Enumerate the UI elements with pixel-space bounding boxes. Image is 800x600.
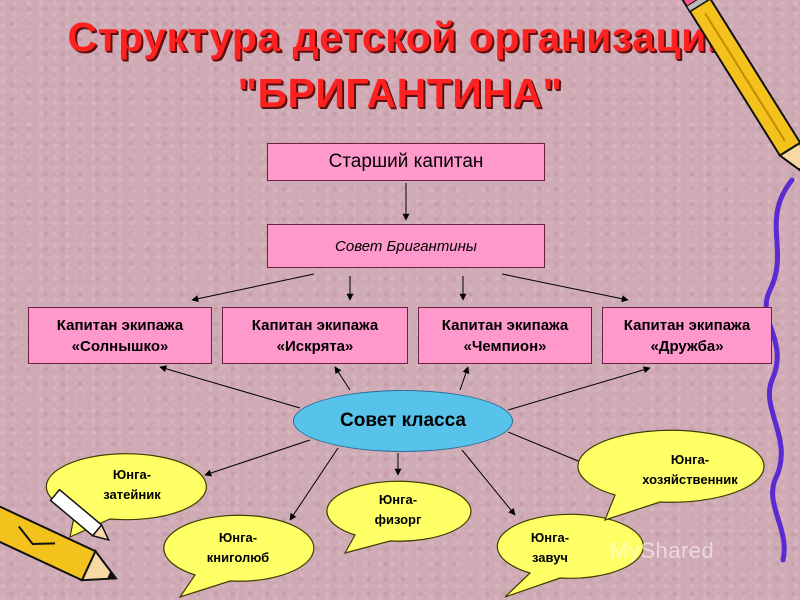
bubble-khozyaystvennik (577, 429, 765, 521)
bubble-knigolyub (163, 514, 315, 599)
bubble-line: затейник (103, 487, 161, 502)
brigantine-council-box: Совет Бригантины (267, 224, 545, 268)
crew-captain-box: Капитан экипажа «Дружба» (602, 307, 772, 364)
arrow-class-to-crew-4 (507, 366, 651, 411)
crew-label: Капитан экипажа (441, 316, 569, 334)
bubble-line: Юнга- (378, 492, 418, 507)
bubble-line: физорг (374, 512, 422, 527)
bubble-line: завуч (532, 550, 568, 565)
title-line-2: "БРИГАНТИНА" (237, 70, 563, 116)
crew-captain-box: Капитан экипажа «Солнышко» (28, 307, 212, 364)
crew-captain-box: Капитан экипажа «Искрята» (222, 307, 408, 364)
cabin-boy-knigolyub: Юнга- книголюб (178, 528, 298, 568)
bubble-fizorg (326, 480, 472, 554)
watermark-text: MyShared (610, 538, 715, 563)
title-line-1: Структура детской организации (67, 14, 733, 60)
cabin-boy-zavuch: Юнга- завуч (490, 528, 610, 568)
cabin-boy-fizorg: Юнга- физорг (338, 490, 458, 530)
pencil-icon (676, 0, 800, 177)
arrow-class-to-crew-1 (159, 365, 301, 409)
crew-name: «Солнышко» (71, 337, 169, 355)
crew-label: Капитан экипажа (56, 316, 184, 334)
crew-name: «Дружба» (650, 337, 724, 355)
crew-name: «Чемпион» (463, 337, 547, 355)
bubble-zavuch (496, 513, 644, 598)
arrow-class-to-crew-3 (459, 366, 470, 391)
bubble-line: Юнга- (218, 530, 258, 545)
crew-name: «Искрята» (276, 337, 354, 355)
cabin-boy-zateynik: Юнга- затейник (72, 465, 192, 505)
senior-captain-box: Старший капитан (267, 143, 545, 181)
pencil-icon (0, 499, 118, 582)
crew-label: Капитан экипажа (623, 316, 751, 334)
crew-label: Капитан экипажа (251, 316, 379, 334)
cabin-boy-khozyaystvennik: Юнга- хозяйственник (620, 450, 760, 490)
pencil-icon (49, 488, 110, 542)
arrow-class-to-knigolyub (289, 447, 339, 521)
bubble-line: Юнга- (530, 530, 570, 545)
bubble-line: Юнга- (112, 467, 152, 482)
arrow-class-to-zateynik (204, 439, 311, 477)
arrow-class-to-zavuch (461, 449, 516, 516)
bubble-line: Юнга- (670, 452, 710, 467)
class-council-oval: Совет класса (293, 390, 513, 452)
arrow-council-to-crew-1 (191, 273, 315, 303)
crew-captain-box: Капитан экипажа «Чемпион» (418, 307, 592, 364)
bubble-line: книголюб (206, 550, 270, 565)
arrow-class-to-crew-2 (334, 366, 351, 391)
squiggle-line (763, 177, 795, 563)
bubble-line: хозяйственник (642, 472, 738, 487)
arrow-council-to-crew-4 (501, 273, 629, 303)
